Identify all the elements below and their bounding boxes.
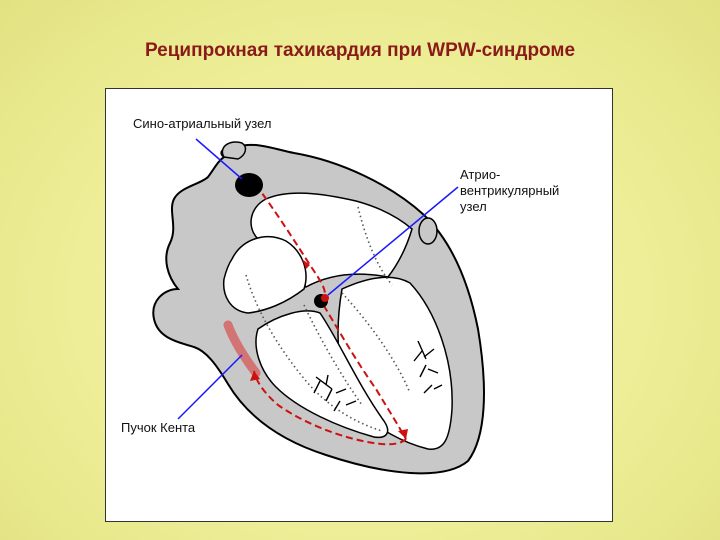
pathway-arrowhead — [250, 371, 260, 381]
conduction-fibre — [357, 206, 393, 286]
purkinje-branch-right — [313, 374, 357, 412]
av-node-label-line3: узел — [460, 199, 487, 214]
conduction-fibre — [303, 304, 363, 406]
kent-bundle-label: Пучок Кента — [121, 420, 196, 436]
av-node-label-line1: Атрио- — [460, 167, 501, 182]
sa-node-label: Сино-атриальный узел — [133, 116, 272, 132]
av-node-highlight — [321, 294, 329, 302]
slide-title: Реципрокная тахикардия при WPW-синдроме — [144, 40, 576, 61]
right-ventricle-cavity — [255, 310, 389, 439]
conduction-fibre — [341, 292, 411, 394]
sa-node-pointer — [195, 138, 243, 180]
kent-bundle-pointer — [177, 354, 243, 420]
right-atrium-cavity — [222, 236, 307, 314]
pathway-arrowhead — [398, 429, 408, 439]
kent-bundle — [223, 320, 261, 378]
pathway-arrowhead — [302, 259, 310, 269]
av-node-label-line2: вентрикулярный — [460, 183, 560, 198]
conduction-fibre — [245, 274, 383, 432]
purkinje-branch-left — [413, 340, 443, 394]
diagram-panel: Сино-атриальный узел Атрио- вентрикулярн… — [105, 88, 613, 522]
av-node-label: Атрио- вентрикулярный узел — [460, 167, 610, 215]
auricle-bump — [221, 141, 247, 160]
av-node-pointer — [327, 186, 459, 296]
vessel-stub — [418, 217, 438, 245]
heart-diagram — [152, 138, 485, 475]
reentry-pathway-return — [253, 370, 407, 446]
